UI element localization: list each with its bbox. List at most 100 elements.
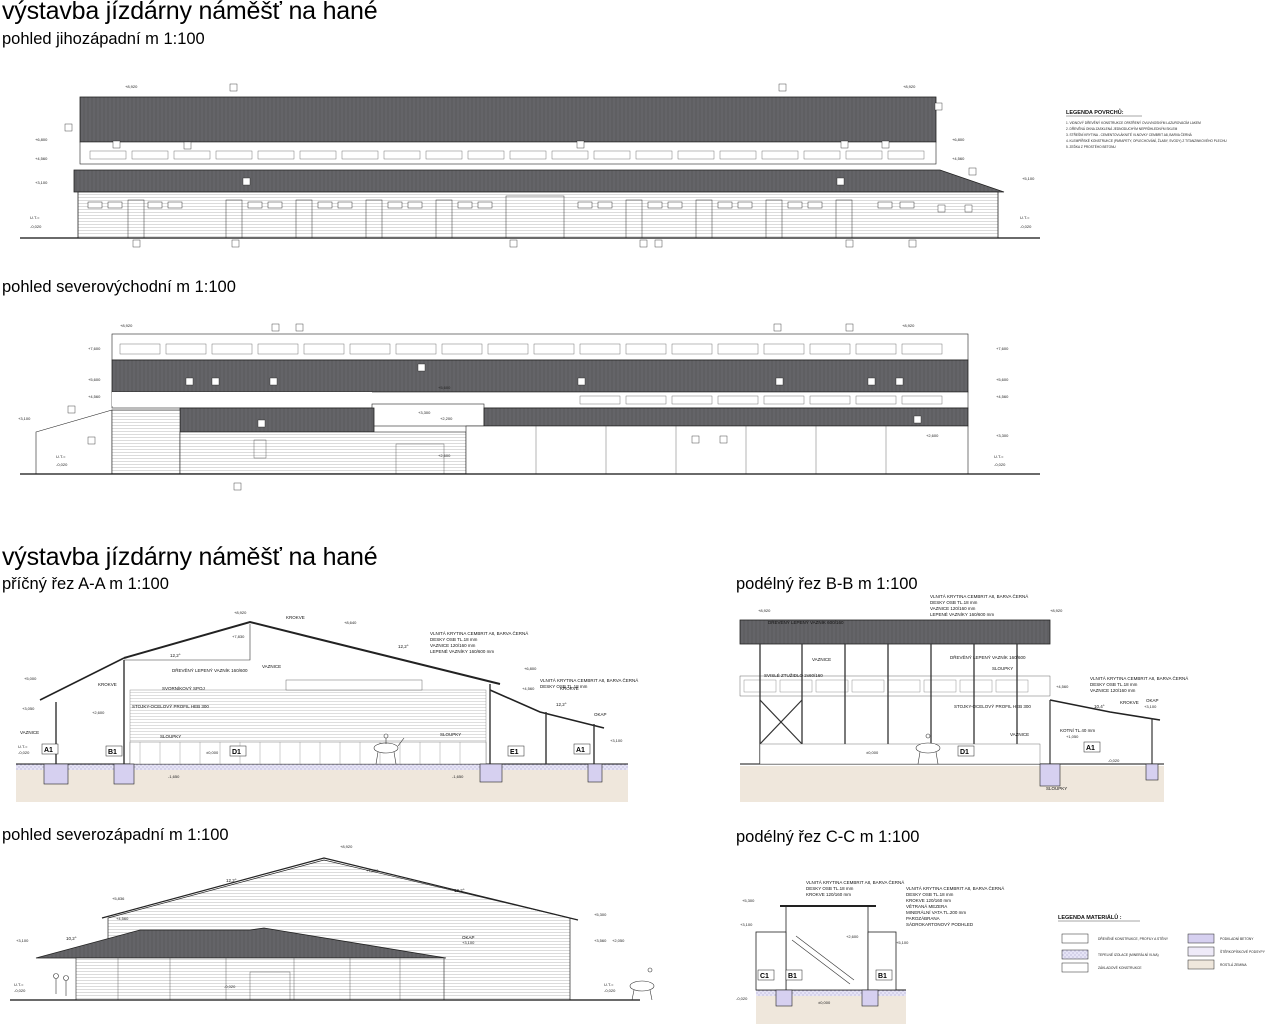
caption-ne: pohled severovýchodní m 1:100 xyxy=(2,278,236,296)
svg-text:DŘEVĚNÉ KONSTRUKCE, PROFILY A: DŘEVĚNÉ KONSTRUKCE, PROFILY A STĚNY xyxy=(1098,936,1169,941)
svg-text:+3,100: +3,100 xyxy=(1144,704,1157,709)
svg-text:+3,100: +3,100 xyxy=(35,180,48,185)
svg-text:+8,920: +8,920 xyxy=(758,608,771,613)
svg-text:DESKY OSB TL.18 mm: DESKY OSB TL.18 mm xyxy=(906,892,954,897)
horse-rider-icon xyxy=(915,733,941,765)
svg-text:12,2°: 12,2° xyxy=(170,653,181,658)
svg-text:+7,600: +7,600 xyxy=(88,346,101,351)
svg-text:+4,560: +4,560 xyxy=(996,394,1009,399)
legend-surfaces: LEGENDA POVRCHŮ: 1. VIDNOVÝ DŘEVĚNÝ KONS… xyxy=(1066,108,1227,149)
svg-text:VAZNICE 120/160 mm: VAZNICE 120/160 mm xyxy=(430,643,476,648)
svg-text:+5,300: +5,300 xyxy=(742,898,755,903)
svg-text:+5,300: +5,300 xyxy=(594,912,607,917)
elevation-northwest: 12,2°12,2° 10,2°OKAP +8,920+7,600 +5,836… xyxy=(10,844,655,1001)
svg-text:U.T.=: U.T.= xyxy=(18,744,28,749)
svg-text:+8,920: +8,920 xyxy=(125,84,138,89)
svg-text:LEGENDA MATERIÁLŮ :: LEGENDA MATERIÁLŮ : xyxy=(1058,913,1122,921)
svg-text:A1: A1 xyxy=(1086,745,1095,752)
svg-text:KROKVE: KROKVE xyxy=(560,686,579,691)
svg-text:-0,020: -0,020 xyxy=(18,750,30,755)
svg-text:-0,020: -0,020 xyxy=(604,988,616,993)
svg-text:KROKVE 120/160 mm: KROKVE 120/160 mm xyxy=(806,892,851,897)
svg-text:+3,100: +3,100 xyxy=(740,922,753,927)
svg-text:PODKLADNÍ BETONY: PODKLADNÍ BETONY xyxy=(1220,937,1254,941)
svg-text:SLOUPKY: SLOUPKY xyxy=(160,734,181,739)
svg-text:-0,020: -0,020 xyxy=(224,984,236,989)
sw-upper-roof xyxy=(79,96,937,143)
svg-text:-0,020: -0,020 xyxy=(1108,758,1120,763)
svg-text:+2,200: +2,200 xyxy=(440,416,453,421)
svg-text:ZÁKLADOVÉ KONSTRUKCE: ZÁKLADOVÉ KONSTRUKCE xyxy=(1098,965,1142,970)
svg-text:DESKY OSB TL.18 mm: DESKY OSB TL.18 mm xyxy=(430,637,478,642)
svg-text:+3,560: +3,560 xyxy=(594,938,607,943)
person-icon xyxy=(53,973,69,996)
svg-text:±0,000: ±0,000 xyxy=(866,750,879,755)
svg-text:+2,600: +2,600 xyxy=(92,710,105,715)
svg-text:+5,100: +5,100 xyxy=(1022,176,1035,181)
svg-text:MINERÁLNÍ VATA TL.200 mm: MINERÁLNÍ VATA TL.200 mm xyxy=(906,909,966,915)
svg-text:OKAP: OKAP xyxy=(1146,698,1159,703)
svg-text:SLOUPKY: SLOUPKY xyxy=(440,732,461,737)
svg-text:KROKVE: KROKVE xyxy=(98,682,117,687)
svg-text:U.T.=: U.T.= xyxy=(30,215,40,220)
svg-text:B1: B1 xyxy=(108,749,117,756)
svg-text:+5,600: +5,600 xyxy=(88,377,101,382)
svg-text:+8,920: +8,920 xyxy=(1050,608,1063,613)
svg-text:VLNITÁ KRYTINA CEMBRIT A8, BAR: VLNITÁ KRYTINA CEMBRIT A8, BARVA ČERNÁ xyxy=(1090,675,1188,681)
svg-text:SLOUPKY: SLOUPKY xyxy=(992,666,1013,671)
svg-text:+4,560: +4,560 xyxy=(88,394,101,399)
svg-text:+4,560: +4,560 xyxy=(1056,684,1069,689)
svg-text:STOJKY-OCELOVÝ PROFIL HEB 300: STOJKY-OCELOVÝ PROFIL HEB 300 xyxy=(954,703,1031,709)
svg-text:STOJKY-OCELOVÝ PROFIL HEB 300: STOJKY-OCELOVÝ PROFIL HEB 300 xyxy=(132,703,209,709)
svg-text:+4,560: +4,560 xyxy=(116,916,129,921)
svg-text:+4,560: +4,560 xyxy=(522,686,535,691)
svg-text:VLNITÁ KRYTINA CEMBRIT A8, BAR: VLNITÁ KRYTINA CEMBRIT A8, BARVA ČERNÁ xyxy=(930,593,1028,599)
svg-text:+1,050: +1,050 xyxy=(1066,734,1079,739)
caption-sw: pohled jihozápadní m 1:100 xyxy=(2,30,205,48)
svg-text:D1: D1 xyxy=(232,749,241,756)
svg-text:A1: A1 xyxy=(576,747,585,754)
svg-text:-1,650: -1,650 xyxy=(168,774,180,779)
svg-text:+5,600: +5,600 xyxy=(996,377,1009,382)
svg-text:+4,560: +4,560 xyxy=(952,156,965,161)
svg-text:12,2°: 12,2° xyxy=(398,644,409,649)
svg-text:+8,920: +8,920 xyxy=(120,323,133,328)
svg-text:DESKY OSB TL.18 mm: DESKY OSB TL.18 mm xyxy=(930,600,978,605)
svg-text:KROKVE 120/160 mm: KROKVE 120/160 mm xyxy=(906,898,951,903)
svg-text:+3,100: +3,100 xyxy=(16,938,29,943)
sheet-title-top: výstavba jízdárny náměšť na hané xyxy=(2,0,378,25)
svg-text:2. DŘEVĚNÁ OKNA ZASKLENÁ JEDNO: 2. DŘEVĚNÁ OKNA ZASKLENÁ JEDNODUCHÝM NEP… xyxy=(1066,126,1178,131)
svg-text:+7,600: +7,600 xyxy=(996,346,1009,351)
svg-text:+3,300: +3,300 xyxy=(418,410,431,415)
horse-rider-icon xyxy=(629,967,655,1001)
svg-text:+3,050: +3,050 xyxy=(22,706,35,711)
caption-bb: podélný řez B-B m 1:100 xyxy=(736,575,918,593)
svg-text:ROSTLÁ ZEMINA: ROSTLÁ ZEMINA xyxy=(1220,963,1247,967)
svg-text:+5,100: +5,100 xyxy=(896,940,909,945)
sheet-title-bottom: výstavba jízdárny náměšť na hané xyxy=(2,543,378,571)
svg-text:12,2°: 12,2° xyxy=(454,888,465,893)
svg-text:VLNITÁ KRYTINA CEMBRIT A8, BAR: VLNITÁ KRYTINA CEMBRIT A8, BARVA ČERNÁ xyxy=(430,630,528,636)
svg-text:DŘEVĚNÝ LEPENÝ VAZNÍK 160/600: DŘEVĚNÝ LEPENÝ VAZNÍK 160/600 xyxy=(172,666,248,673)
svg-text:+4,560: +4,560 xyxy=(35,156,48,161)
svg-text:KOTNÍ TL.40 mm: KOTNÍ TL.40 mm xyxy=(1060,727,1095,733)
svg-text:+2,050: +2,050 xyxy=(612,938,625,943)
svg-text:DESKY OSB TL.18 mm: DESKY OSB TL.18 mm xyxy=(806,886,854,891)
svg-text:VLNITÁ KRYTINA CEMBRIT A8, BAR: VLNITÁ KRYTINA CEMBRIT A8, BARVA ČERNÁ xyxy=(906,885,1004,891)
svg-text:+8,920: +8,920 xyxy=(902,323,915,328)
svg-text:+5,600: +5,600 xyxy=(438,385,451,390)
svg-text:1. VIDNOVÝ DŘEVĚNÝ KONSTRUKCE: 1. VIDNOVÝ DŘEVĚNÝ KONSTRUKCE OPATŘENÝ O… xyxy=(1066,120,1201,125)
svg-text:DESKY OSB TL.18 mm: DESKY OSB TL.18 mm xyxy=(540,684,588,689)
svg-text:VLNITÁ KRYTINA CEMBRIT A8, BAR: VLNITÁ KRYTINA CEMBRIT A8, BARVA ČERNÁ xyxy=(540,677,638,683)
svg-text:3. STŘEŠNÍ KRYTINA - CEMENTOVL: 3. STŘEŠNÍ KRYTINA - CEMENTOVLÁKNITÉ VLN… xyxy=(1066,132,1193,137)
svg-text:+8,920: +8,920 xyxy=(903,84,916,89)
section-bb: D1 A1 DŘEVĚNÝ LEPENÝ VAZNÍK 600/160 VAZN… xyxy=(739,593,1188,802)
svg-text:+8,920: +8,920 xyxy=(340,844,353,849)
svg-text:±0,000: ±0,000 xyxy=(206,750,219,755)
svg-text:VAZNICE 120/160 mm: VAZNICE 120/160 mm xyxy=(930,606,976,611)
svg-text:+3,100: +3,100 xyxy=(462,940,475,945)
svg-text:LEPENÉ VAZNÍKY 160/600 mm: LEPENÉ VAZNÍKY 160/600 mm xyxy=(930,611,994,617)
svg-text:+2,600: +2,600 xyxy=(438,453,451,458)
svg-text:4. KLEMPÍŘSKÉ KONSTRUKCE (PARA: 4. KLEMPÍŘSKÉ KONSTRUKCE (PARAPETY, OPLE… xyxy=(1066,138,1227,143)
